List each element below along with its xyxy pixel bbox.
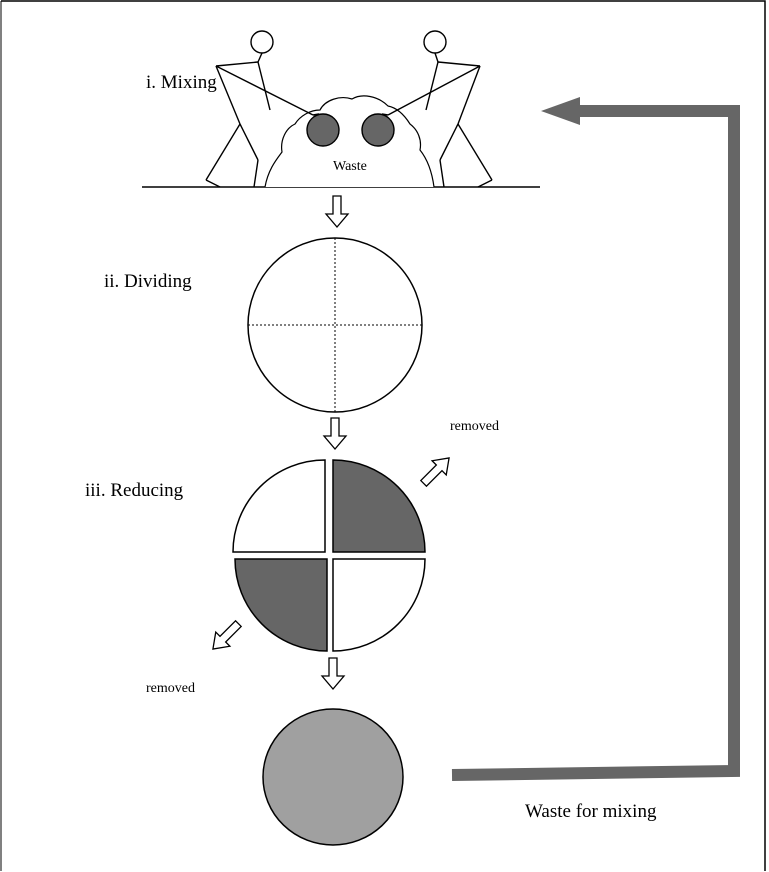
removed-label-bottom: removed bbox=[146, 682, 195, 696]
quarter-bottom-right bbox=[333, 559, 425, 651]
down-arrow-1 bbox=[326, 196, 348, 227]
right-shovel bbox=[362, 114, 394, 146]
quarter-top-right bbox=[333, 460, 425, 552]
final-sample-circle bbox=[263, 709, 403, 845]
waste-label: Waste bbox=[333, 160, 367, 174]
dividing-circle-group bbox=[248, 238, 422, 412]
return-arrow bbox=[452, 97, 734, 775]
reducing-quarters bbox=[233, 460, 425, 651]
down-arrow-2 bbox=[324, 418, 346, 449]
right-worker-head bbox=[424, 31, 446, 53]
removed-arrow-down-left bbox=[206, 617, 246, 657]
quarter-bottom-left bbox=[235, 559, 327, 651]
quarter-top-left bbox=[233, 460, 325, 552]
stage-label-mixing: i. Mixing bbox=[146, 73, 217, 92]
dividing-circle bbox=[248, 238, 422, 412]
stage-label-dividing: ii. Dividing bbox=[104, 272, 192, 291]
left-shovel bbox=[307, 114, 339, 146]
left-worker-head bbox=[251, 31, 273, 53]
down-arrow-3 bbox=[322, 658, 344, 689]
stage-label-reducing: iii. Reducing bbox=[85, 481, 183, 500]
removed-arrow-up-right bbox=[417, 451, 457, 491]
removed-label-top: removed bbox=[450, 420, 499, 434]
waste-for-mixing-label: Waste for mixing bbox=[525, 802, 656, 821]
